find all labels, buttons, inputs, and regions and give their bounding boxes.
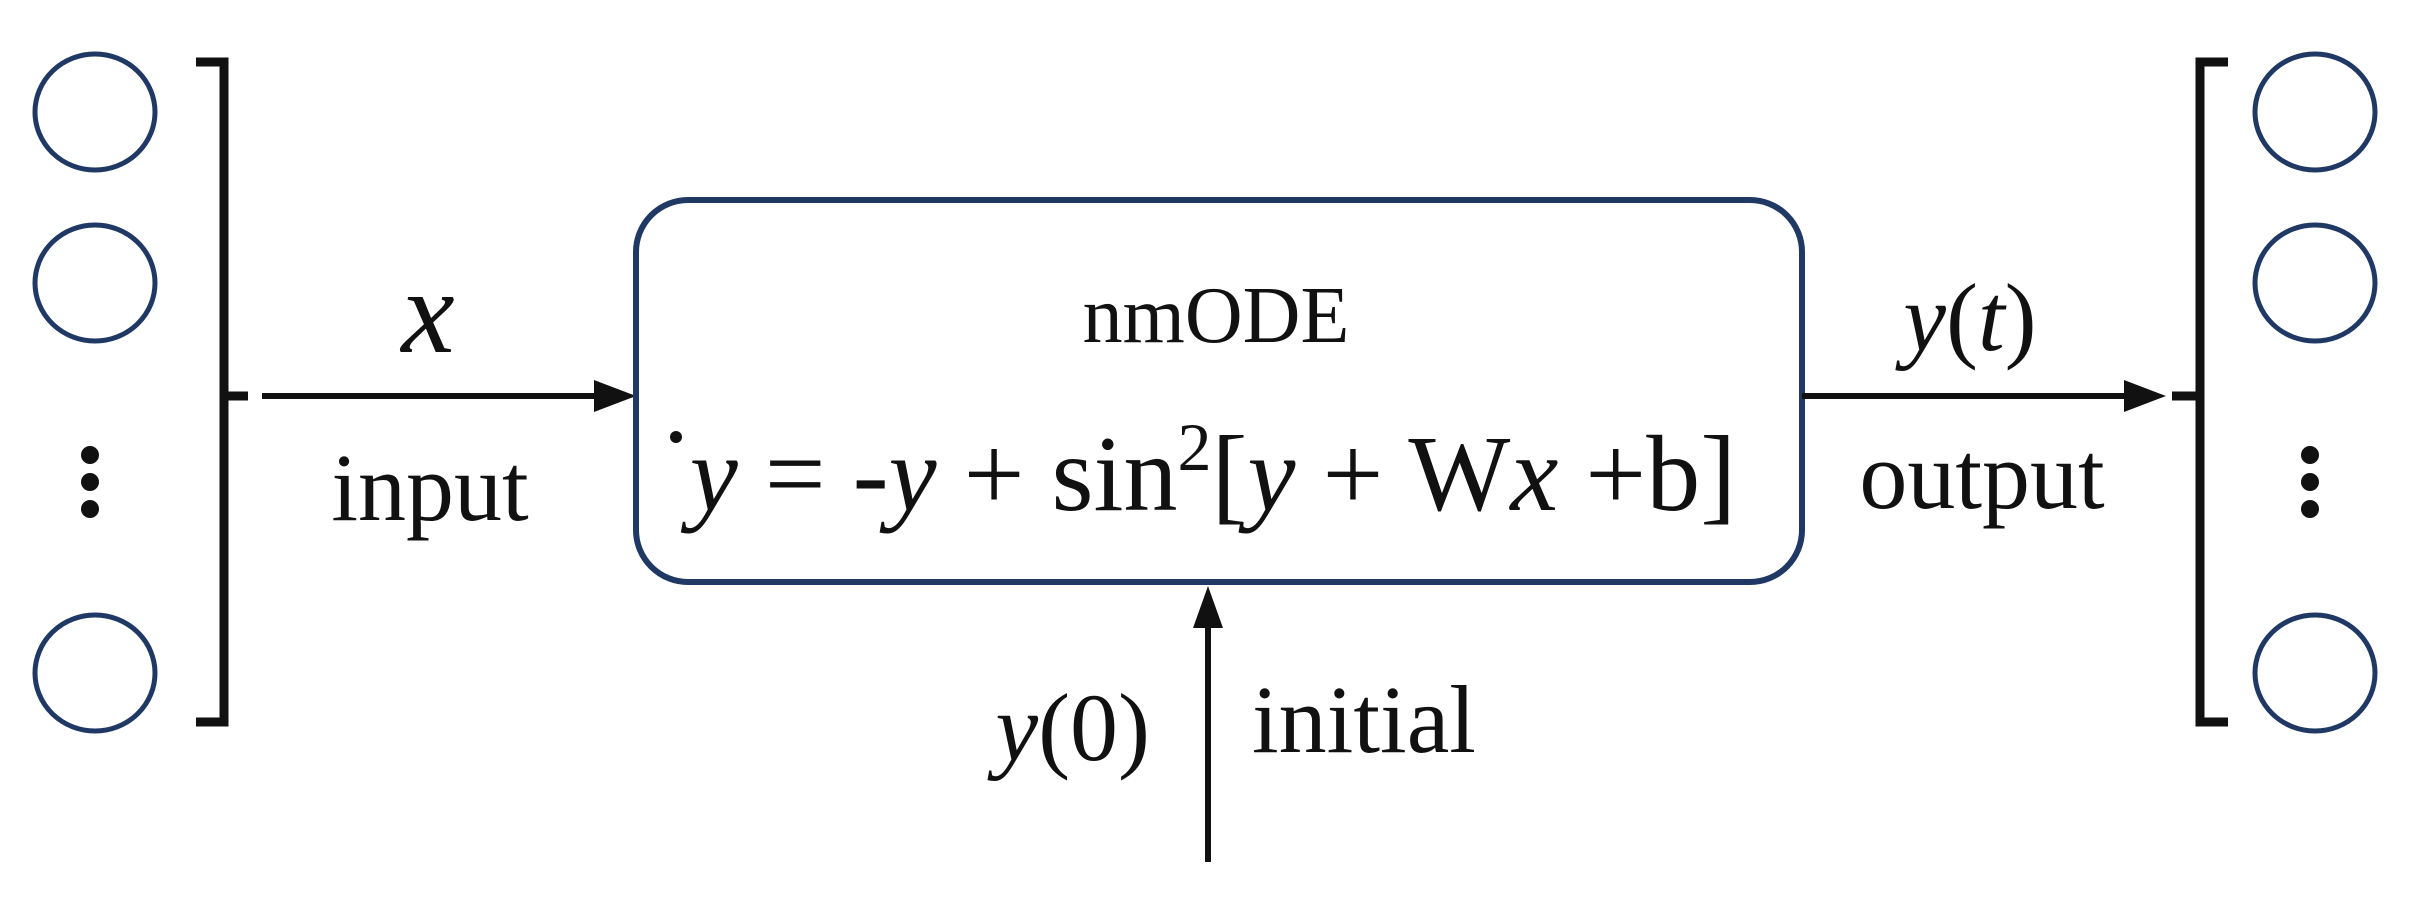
eq-lhs-var: y [680, 415, 738, 534]
initial-symbol-var: y [986, 674, 1038, 781]
input-ellipsis-dot-1 [81, 446, 99, 464]
output-arrowhead [2124, 380, 2166, 412]
output-ellipsis-dot-3 [2301, 500, 2319, 518]
output-layer [2172, 51, 2378, 734]
nmode-title: nmODE [1083, 272, 1350, 360]
initial-label: initial [1252, 666, 1476, 773]
eq-equals: = - [738, 415, 889, 534]
input-node-2 [32, 222, 158, 344]
eq-open-bracket: [ [1212, 415, 1248, 534]
initial-symbol: y(0) [986, 674, 1150, 781]
output-symbol: y(t) [1894, 264, 2036, 371]
input-node-n [32, 612, 158, 734]
nmode-box [633, 197, 1805, 585]
input-ellipsis-dot-3 [81, 500, 99, 518]
output-bracket [2195, 57, 2228, 727]
eq-plus-b: +b] [1558, 415, 1736, 534]
initial-symbol-close: ) [1118, 674, 1150, 781]
input-bracket [196, 57, 229, 727]
output-symbol-open: ( [1946, 264, 1978, 371]
eq-term-y: y [879, 415, 937, 534]
input-label: input [331, 434, 529, 541]
output-node-2 [2252, 222, 2378, 344]
output-ellipsis-dot-1 [2301, 446, 2319, 464]
nmode-block: nmODE y = -y + sin2[y + Wx +b] [633, 197, 1805, 585]
input-layer [32, 51, 248, 734]
output-node-n [2252, 612, 2378, 734]
derivative-dot [670, 431, 682, 443]
input-ellipsis-dot-2 [81, 473, 99, 491]
input-node-1 [32, 51, 158, 173]
output-symbol-var: y [1894, 264, 1946, 371]
initial-arrowhead [1193, 586, 1223, 628]
input-arrowhead [594, 380, 636, 412]
output-edge: y(t) output [1802, 264, 2166, 529]
nmode-equation: y = -y + sin2[y + Wx +b] [680, 409, 1736, 534]
output-symbol-arg: t [1978, 264, 2007, 371]
output-ellipsis-dot-2 [2301, 473, 2319, 491]
output-ellipsis [2301, 446, 2319, 518]
initial-symbol-open: ( [1038, 674, 1070, 781]
initial-symbol-arg: 0 [1070, 674, 1118, 781]
output-node-1 [2252, 51, 2378, 173]
eq-inner-y: y [1238, 415, 1296, 534]
output-label: output [1859, 422, 2105, 529]
input-edge: x input [262, 245, 636, 541]
eq-inner-x: x [1508, 415, 1558, 534]
input-ellipsis [81, 446, 99, 518]
eq-plus-w: + W [1295, 415, 1510, 534]
initial-edge: y(0) initial [986, 586, 1476, 862]
eq-superscript: 2 [1178, 409, 1212, 485]
eq-plus-sin: + sin [937, 415, 1178, 534]
input-symbol: x [399, 245, 454, 378]
output-symbol-close: ) [2005, 264, 2037, 371]
